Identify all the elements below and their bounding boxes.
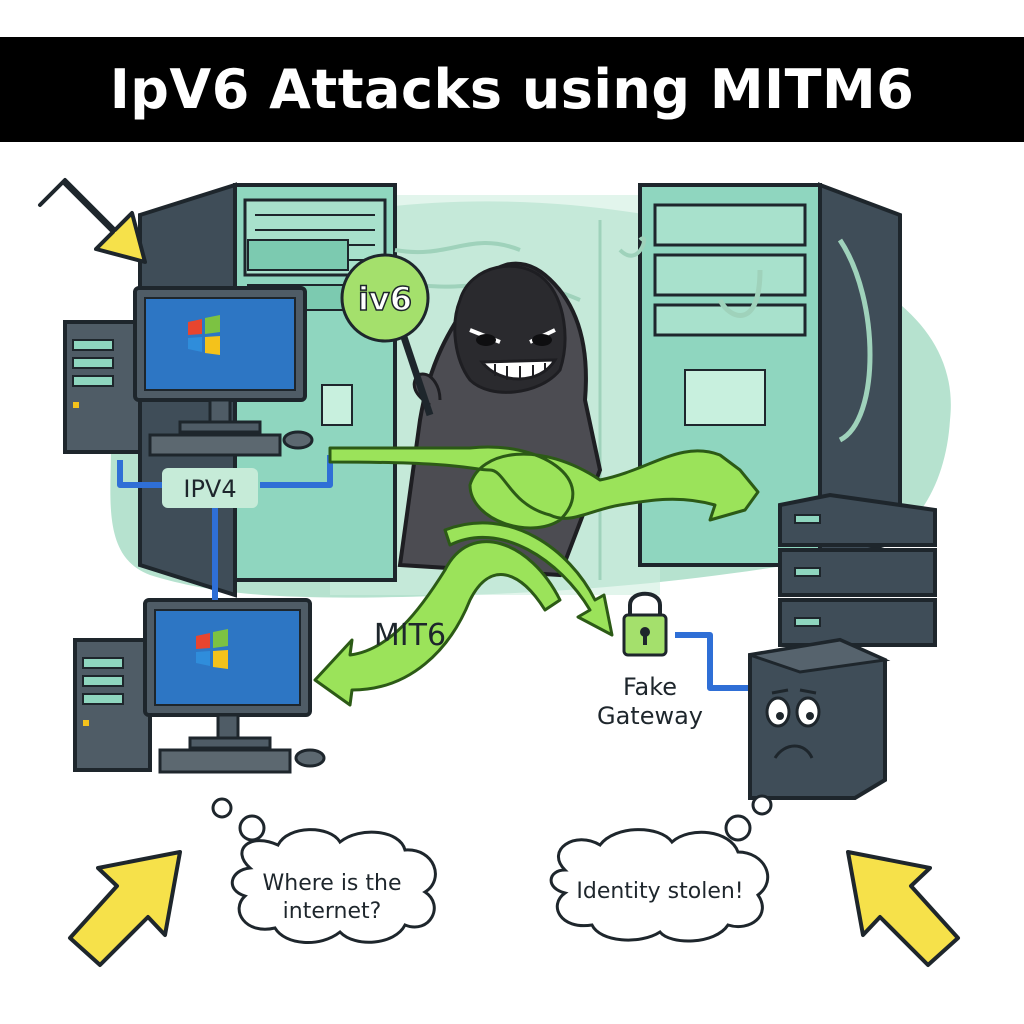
fake-gateway-label-line2: Gateway [597, 702, 703, 730]
mitm-label: MIT6 [374, 618, 446, 653]
fake-gateway-label-line1: Fake [623, 673, 677, 701]
ipv4-label: IPV4 [183, 475, 236, 503]
padlock-icon [622, 591, 668, 657]
top-computer [63, 286, 314, 457]
right-thought-bubble [549, 794, 773, 943]
network-cable [675, 632, 755, 691]
bottom-computer [73, 598, 326, 774]
left-bubble-text-line2: internet? [283, 899, 382, 924]
iv6-badge [340, 253, 430, 343]
left-bubble-text-line1: Where is the [263, 871, 402, 896]
network-cable [117, 455, 333, 600]
pointer-arrow-icon [38, 178, 147, 264]
title-banner: IpV6 Attacks using MITM6 [0, 37, 1024, 142]
victim-server-stack [778, 492, 937, 647]
iv6-badge-label: iv6 [358, 280, 412, 318]
pointer-arrow-icon [846, 850, 960, 967]
right-bubble-text: Identity stolen! [576, 879, 743, 904]
left-thought-bubble [211, 797, 437, 945]
page-title: IpV6 Attacks using MITM6 [109, 58, 915, 121]
pointer-arrow-icon [68, 850, 182, 967]
attack-flow-arrows [313, 445, 760, 707]
sad-face-icon [748, 637, 891, 800]
